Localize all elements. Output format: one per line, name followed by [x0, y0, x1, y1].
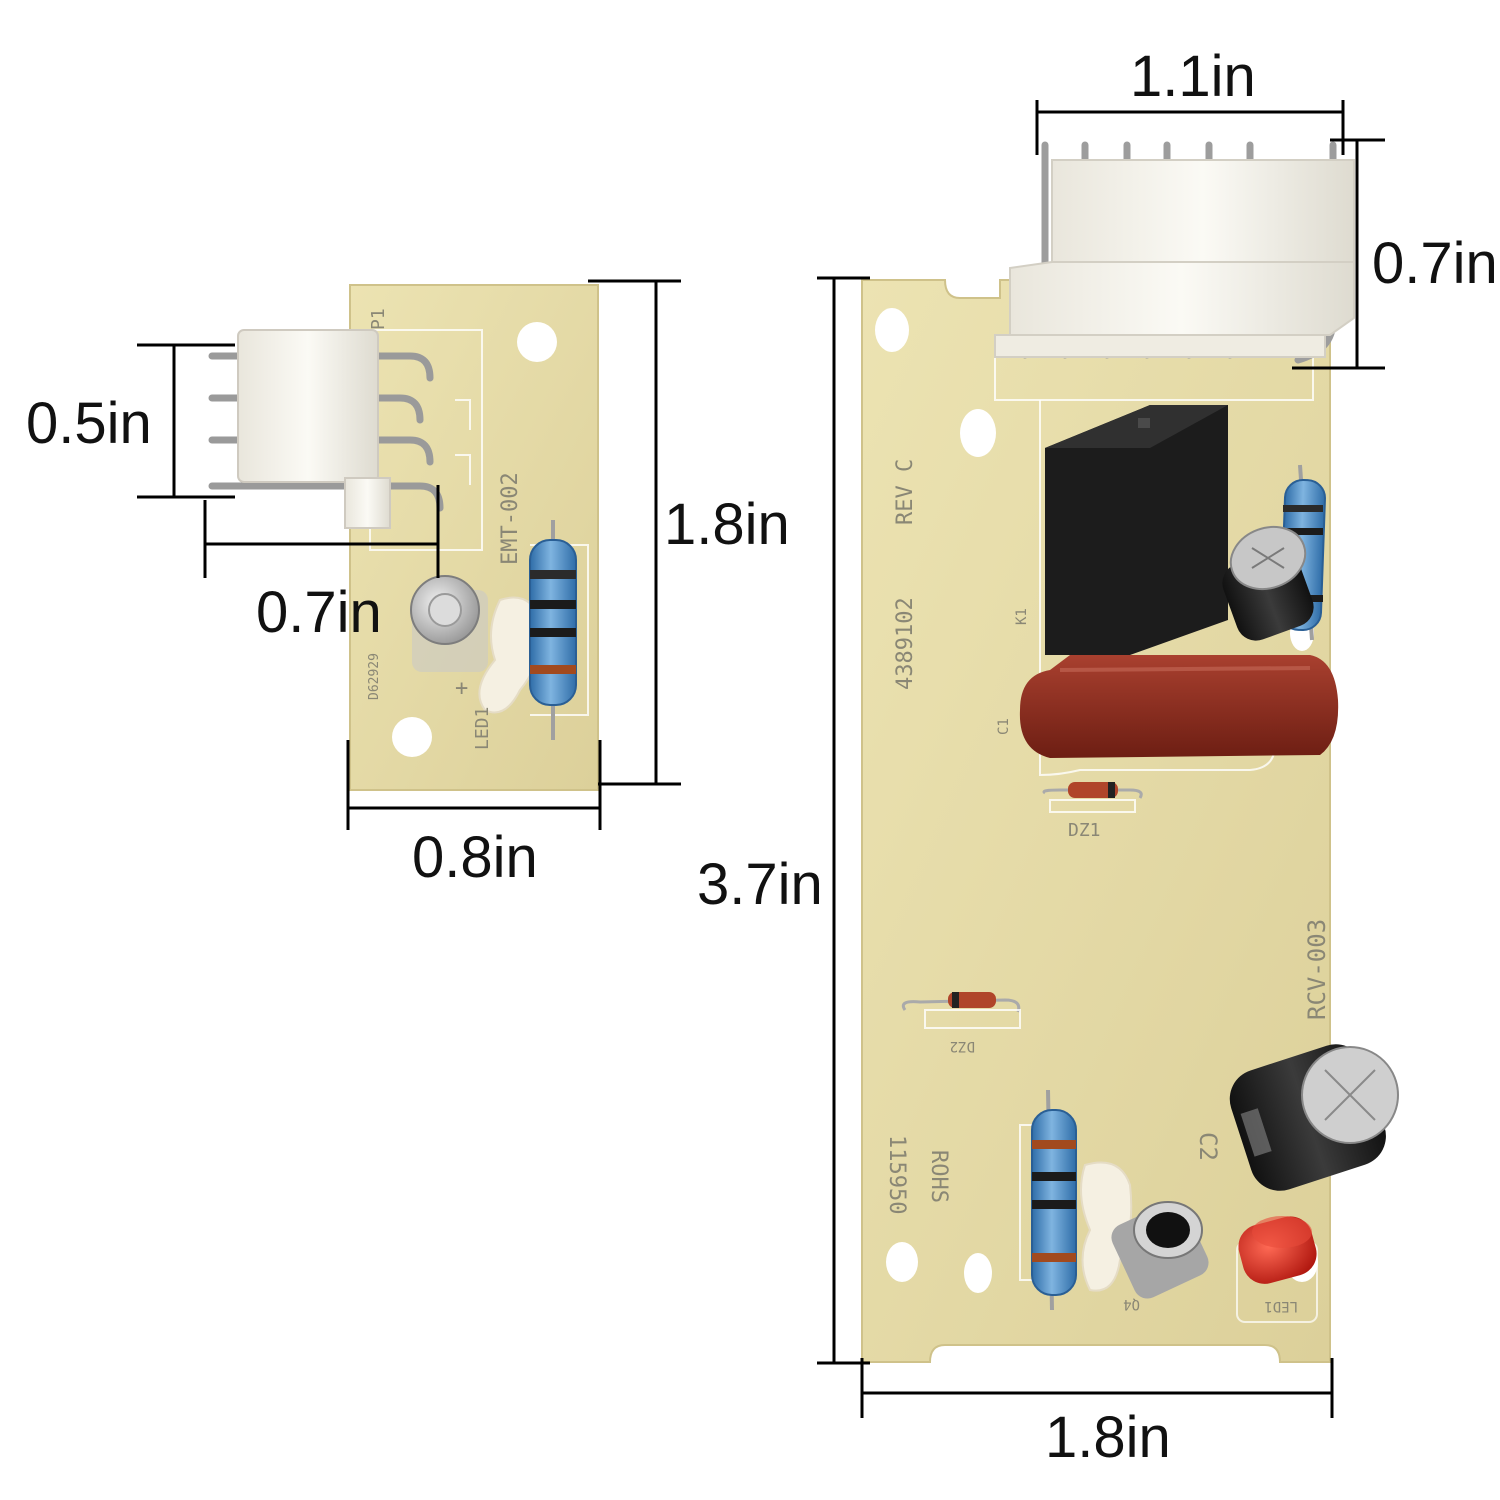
- mounting-hole: [964, 1253, 992, 1293]
- glue-blob: [1080, 1161, 1133, 1292]
- small-board-height-label: 1.8in: [664, 492, 790, 557]
- mounting-hole: [875, 308, 909, 352]
- large-board-cap1-label: C1: [996, 718, 1012, 735]
- large-connector: [994, 159, 1355, 358]
- large-board-height-label: 3.7in: [697, 852, 823, 917]
- large-board-width-label: 1.8in: [1045, 1405, 1171, 1470]
- large-board: REV C 4389102 RCV-003 115950 ROHS K1 C1 …: [861, 141, 1399, 1363]
- relay: [1045, 405, 1228, 655]
- large-board-led-label: LED1: [1264, 1298, 1298, 1314]
- mounting-hole: [392, 717, 432, 757]
- diode-dz2: [901, 992, 1021, 1029]
- diode-dz1: [1042, 782, 1143, 813]
- electrolytic-capacitor-large: [1229, 1044, 1399, 1191]
- large-board-batch-label: 115950: [884, 1135, 909, 1214]
- small-connector: [237, 329, 391, 529]
- large-board-transistor-label: Q4: [1123, 1296, 1140, 1312]
- large-connector-height-label: 0.7in: [1372, 231, 1498, 296]
- large-connector-width-label: 1.1in: [1130, 44, 1256, 109]
- ir-receiver: [1111, 1201, 1209, 1299]
- small-connector-height-label: 0.5in: [26, 391, 152, 456]
- electrolytic-capacitor-small: [1222, 525, 1314, 641]
- large-board-model-label: RCV-003: [1303, 919, 1331, 1020]
- small-board-code-label: D62929: [367, 653, 382, 700]
- small-board: P1 EMT-002 D62929 LED1 +: [208, 284, 599, 791]
- large-board-part-number: 4389102: [893, 597, 918, 690]
- large-board-dimension-lines: [817, 100, 1385, 1418]
- large-board-diode1-label: DZ1: [1068, 820, 1101, 841]
- small-connector-width-label: 0.7in: [256, 580, 382, 645]
- small-led-housing: [410, 575, 488, 672]
- connector-pins: [208, 352, 444, 512]
- small-board-led-label: LED1: [472, 707, 493, 750]
- small-board-header-label: P1: [368, 308, 389, 330]
- large-board-diode2-label: DZ2: [950, 1038, 975, 1054]
- small-board-model-label: EMT-002: [498, 472, 523, 565]
- small-board-dimension-lines: [137, 279, 681, 830]
- small-board-polarity-mark: +: [455, 676, 468, 701]
- mounting-hole: [517, 322, 557, 362]
- large-board-rev-label: REV C: [893, 459, 918, 525]
- red-led: [1238, 1216, 1317, 1284]
- large-board-relay-label: K1: [1014, 608, 1030, 625]
- large-board-rohs-label: ROHS: [926, 1150, 951, 1203]
- mounting-hole: [886, 1242, 918, 1282]
- large-board-cap2-label: C2: [1194, 1132, 1222, 1161]
- film-capacitor: [1019, 655, 1339, 758]
- mounting-hole: [960, 409, 996, 457]
- small-resistor: [529, 520, 577, 740]
- small-board-width-label: 0.8in: [412, 825, 538, 890]
- large-board-resistor-bottom: [1031, 1089, 1077, 1311]
